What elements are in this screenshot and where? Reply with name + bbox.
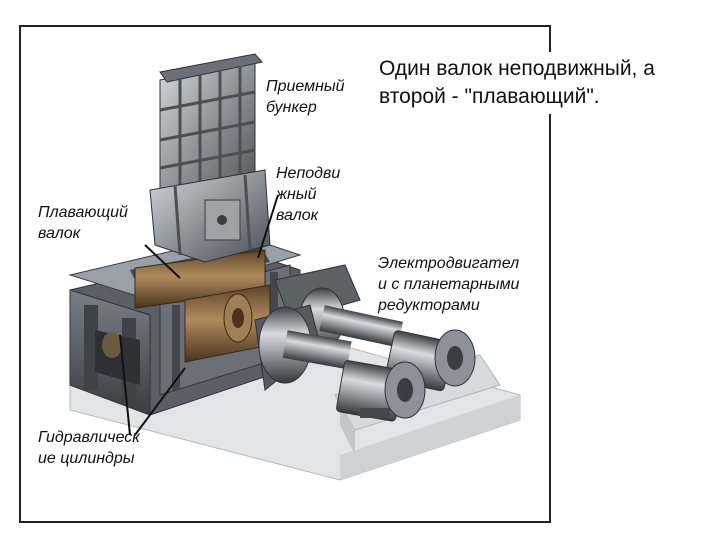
fixed-roll-label-line: Неподви	[276, 165, 341, 182]
caption-box: Один валок неподвижный, а второй - "плав…	[371, 52, 701, 114]
cylinders-label-line: ие цилиндры	[38, 450, 135, 467]
hopper-label-line: Приемный	[266, 78, 345, 95]
caption-line-2: второй - "плавающий".	[379, 85, 600, 108]
feed-hopper	[149, 53, 271, 263]
fixed-roll-label: Неподви жный валок	[276, 163, 340, 226]
hopper-label: Приемный бункер	[266, 76, 345, 118]
motor-drive-lower	[254, 304, 426, 422]
motor-drive-upper	[274, 264, 476, 392]
fixed-roll-label-line: валок	[276, 207, 319, 224]
motors-label: Электродвигател и с планетарными редукто…	[378, 253, 519, 316]
pointer-lines	[119, 194, 279, 436]
hopper-label-line: бункер	[266, 99, 317, 116]
floating-roll-label-line: Плавающий	[38, 204, 128, 221]
fixed-roll-label-line: жный	[276, 186, 317, 203]
motors-label-line: Электродвигател	[378, 255, 520, 272]
floating-roll-label: Плавающий валок	[38, 202, 128, 244]
cylinders-label: Гидравлическ ие цилиндры	[38, 427, 140, 469]
caption-line-1: Один валок неподвижный, а	[379, 57, 655, 80]
motors-label-line: и с планетарными	[378, 276, 520, 293]
motors-label-line: редукторами	[378, 297, 480, 314]
cylinders-label-line: Гидравлическ	[38, 429, 140, 446]
rolls	[134, 249, 271, 363]
floating-roll-label-line: валок	[38, 225, 81, 242]
